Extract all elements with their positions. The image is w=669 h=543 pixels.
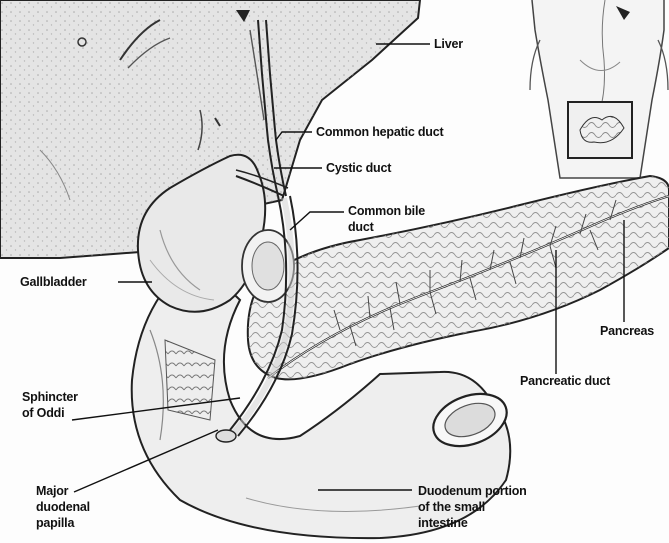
label-papilla-line2: duodenal: [36, 500, 90, 515]
label-common-hepatic-duct: Common hepatic duct: [316, 125, 443, 140]
label-pancreas: Pancreas: [600, 324, 654, 339]
label-cystic-duct: Cystic duct: [326, 161, 391, 176]
label-common-bile-duct-line2: duct: [348, 220, 374, 235]
label-sphincter-line1: Sphincter: [22, 390, 78, 405]
label-pancreatic-duct: Pancreatic duct: [520, 374, 610, 389]
label-sphincter-line2: of Oddi: [22, 406, 64, 421]
label-liver: Liver: [434, 37, 463, 52]
torso-inset: [530, 0, 668, 178]
label-papilla-line3: papilla: [36, 516, 74, 531]
label-duodenum-line2: of the small: [418, 500, 485, 515]
label-common-bile-duct-line1: Common bile: [348, 204, 425, 219]
label-duodenum-line3: intestine: [418, 516, 468, 531]
label-duodenum-line1: Duodenum portion: [418, 484, 527, 499]
label-gallbladder: Gallbladder: [20, 275, 87, 290]
pancreas-shape: [248, 176, 669, 379]
label-papilla-line1: Major: [36, 484, 68, 499]
